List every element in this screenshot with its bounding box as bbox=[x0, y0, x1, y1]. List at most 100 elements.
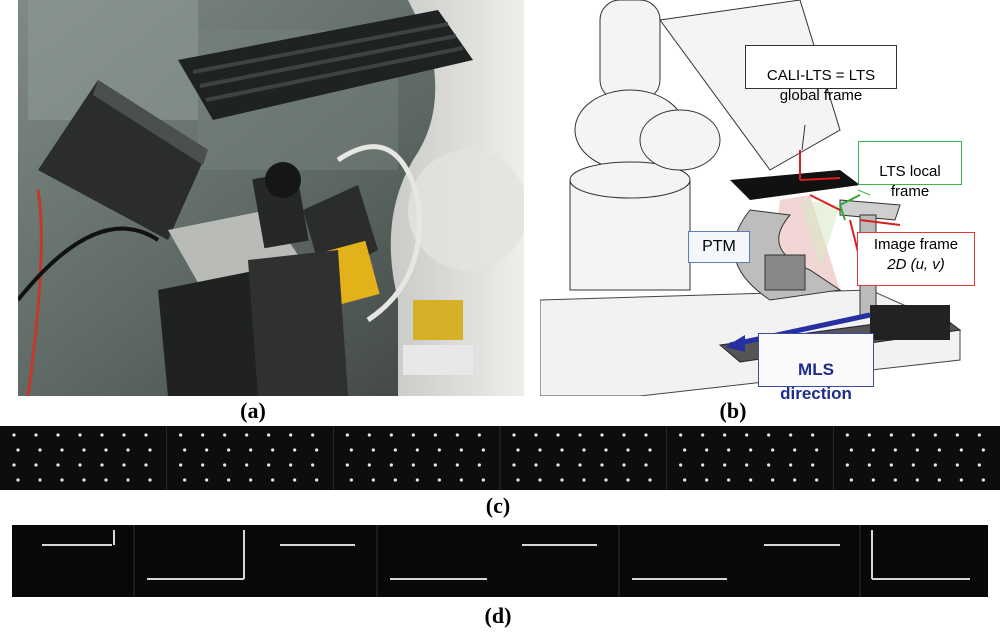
calibration-dot bbox=[981, 448, 985, 452]
calibration-dot bbox=[179, 463, 183, 467]
local-axes bbox=[839, 194, 861, 221]
calibration-dot bbox=[889, 463, 893, 467]
calibration-dot bbox=[626, 478, 630, 482]
calibration-dot bbox=[389, 463, 393, 467]
calibration-dot bbox=[538, 478, 542, 482]
calibration-dot bbox=[512, 433, 516, 437]
calibration-dot bbox=[556, 433, 560, 437]
calibration-dot bbox=[389, 433, 393, 437]
calibration-dot bbox=[745, 463, 749, 467]
calibration-dot bbox=[604, 448, 608, 452]
calibration-dot bbox=[679, 433, 683, 437]
calibration-dot bbox=[56, 463, 60, 467]
calibration-dot bbox=[701, 433, 705, 437]
calibration-dot bbox=[512, 463, 516, 467]
calibration-dot bbox=[289, 463, 293, 467]
calibration-dot bbox=[415, 478, 419, 482]
calibration-dot bbox=[789, 433, 793, 437]
lts-plate bbox=[730, 170, 860, 200]
calibration-dot bbox=[600, 463, 604, 467]
calibration-dot bbox=[367, 433, 371, 437]
calibration-dot bbox=[289, 433, 293, 437]
calibration-dot bbox=[371, 478, 375, 482]
warning-label bbox=[413, 300, 463, 340]
calibration-dot bbox=[201, 433, 205, 437]
calibration-dot bbox=[411, 463, 415, 467]
calibration-dot bbox=[34, 433, 38, 437]
calibration-dot bbox=[845, 463, 849, 467]
calibration-dot bbox=[705, 448, 709, 452]
laser-line-strip bbox=[12, 525, 988, 597]
calibration-dot bbox=[183, 448, 187, 452]
panel-a-photo bbox=[18, 0, 524, 396]
calibration-dot bbox=[955, 463, 959, 467]
calibration-dot bbox=[245, 463, 249, 467]
calibration-dot bbox=[249, 448, 253, 452]
calibration-dot bbox=[183, 478, 187, 482]
calibration-dot bbox=[34, 463, 38, 467]
calibration-dot bbox=[104, 478, 108, 482]
calibration-dot bbox=[267, 433, 271, 437]
calibration-dot bbox=[311, 463, 315, 467]
calibration-dot bbox=[933, 463, 937, 467]
calibration-dot bbox=[977, 433, 981, 437]
calibration-dot bbox=[582, 478, 586, 482]
calibration-dot bbox=[644, 463, 648, 467]
calibration-dot bbox=[481, 448, 485, 452]
calibration-dot bbox=[701, 463, 705, 467]
calibration-dot bbox=[271, 448, 275, 452]
calibration-dot bbox=[367, 463, 371, 467]
calibration-plate bbox=[178, 10, 473, 120]
calibration-dot bbox=[959, 478, 963, 482]
calibration-dot bbox=[911, 463, 915, 467]
calibration-dot bbox=[393, 448, 397, 452]
calibration-dot bbox=[811, 433, 815, 437]
calibration-dot bbox=[78, 463, 82, 467]
calibration-dot bbox=[315, 478, 319, 482]
calibration-dot bbox=[459, 448, 463, 452]
calibration-dot bbox=[100, 433, 104, 437]
calibration-dot bbox=[560, 478, 564, 482]
calibration-dot bbox=[560, 448, 564, 452]
calibration-dot bbox=[845, 433, 849, 437]
calibration-dot bbox=[648, 448, 652, 452]
calibration-dot bbox=[889, 433, 893, 437]
calibration-dot bbox=[345, 433, 349, 437]
calibration-dot bbox=[179, 433, 183, 437]
calibration-dot bbox=[849, 448, 853, 452]
calibration-dot bbox=[893, 478, 897, 482]
lab-setup-photo bbox=[18, 0, 524, 396]
mls-arrow bbox=[729, 312, 871, 348]
calibration-dot bbox=[793, 478, 797, 482]
calibration-dot bbox=[455, 433, 459, 437]
calibration-dot bbox=[12, 433, 16, 437]
label-local-frame: LTS local frame bbox=[858, 141, 962, 200]
calibration-dot bbox=[477, 463, 481, 467]
calibration-dot bbox=[16, 448, 20, 452]
laser-segments bbox=[42, 530, 970, 580]
calibration-dot bbox=[749, 448, 753, 452]
calibration-dot bbox=[644, 433, 648, 437]
calibration-dot bbox=[205, 448, 209, 452]
calibration-dot bbox=[371, 448, 375, 452]
calibration-dot bbox=[78, 433, 82, 437]
calibration-dot bbox=[683, 478, 687, 482]
label-local-frame-text: LTS local frame bbox=[879, 163, 941, 200]
calibration-dot bbox=[16, 478, 20, 482]
calibration-dot bbox=[815, 448, 819, 452]
calibration-dot bbox=[122, 433, 126, 437]
calibration-dot bbox=[349, 448, 353, 452]
calibration-dot bbox=[433, 463, 437, 467]
calibration-dot bbox=[477, 433, 481, 437]
label-mls-direction: MLS direction bbox=[758, 333, 874, 403]
calibration-dot bbox=[38, 478, 42, 482]
calibration-dot bbox=[727, 448, 731, 452]
calibration-dot bbox=[349, 478, 353, 482]
calibration-dot bbox=[582, 448, 586, 452]
label-mls-text: MLS direction bbox=[780, 360, 852, 403]
calibration-dot bbox=[749, 478, 753, 482]
calibration-dot bbox=[767, 433, 771, 437]
calibration-dot bbox=[955, 433, 959, 437]
calibration-dot bbox=[104, 448, 108, 452]
calibration-dot bbox=[393, 478, 397, 482]
